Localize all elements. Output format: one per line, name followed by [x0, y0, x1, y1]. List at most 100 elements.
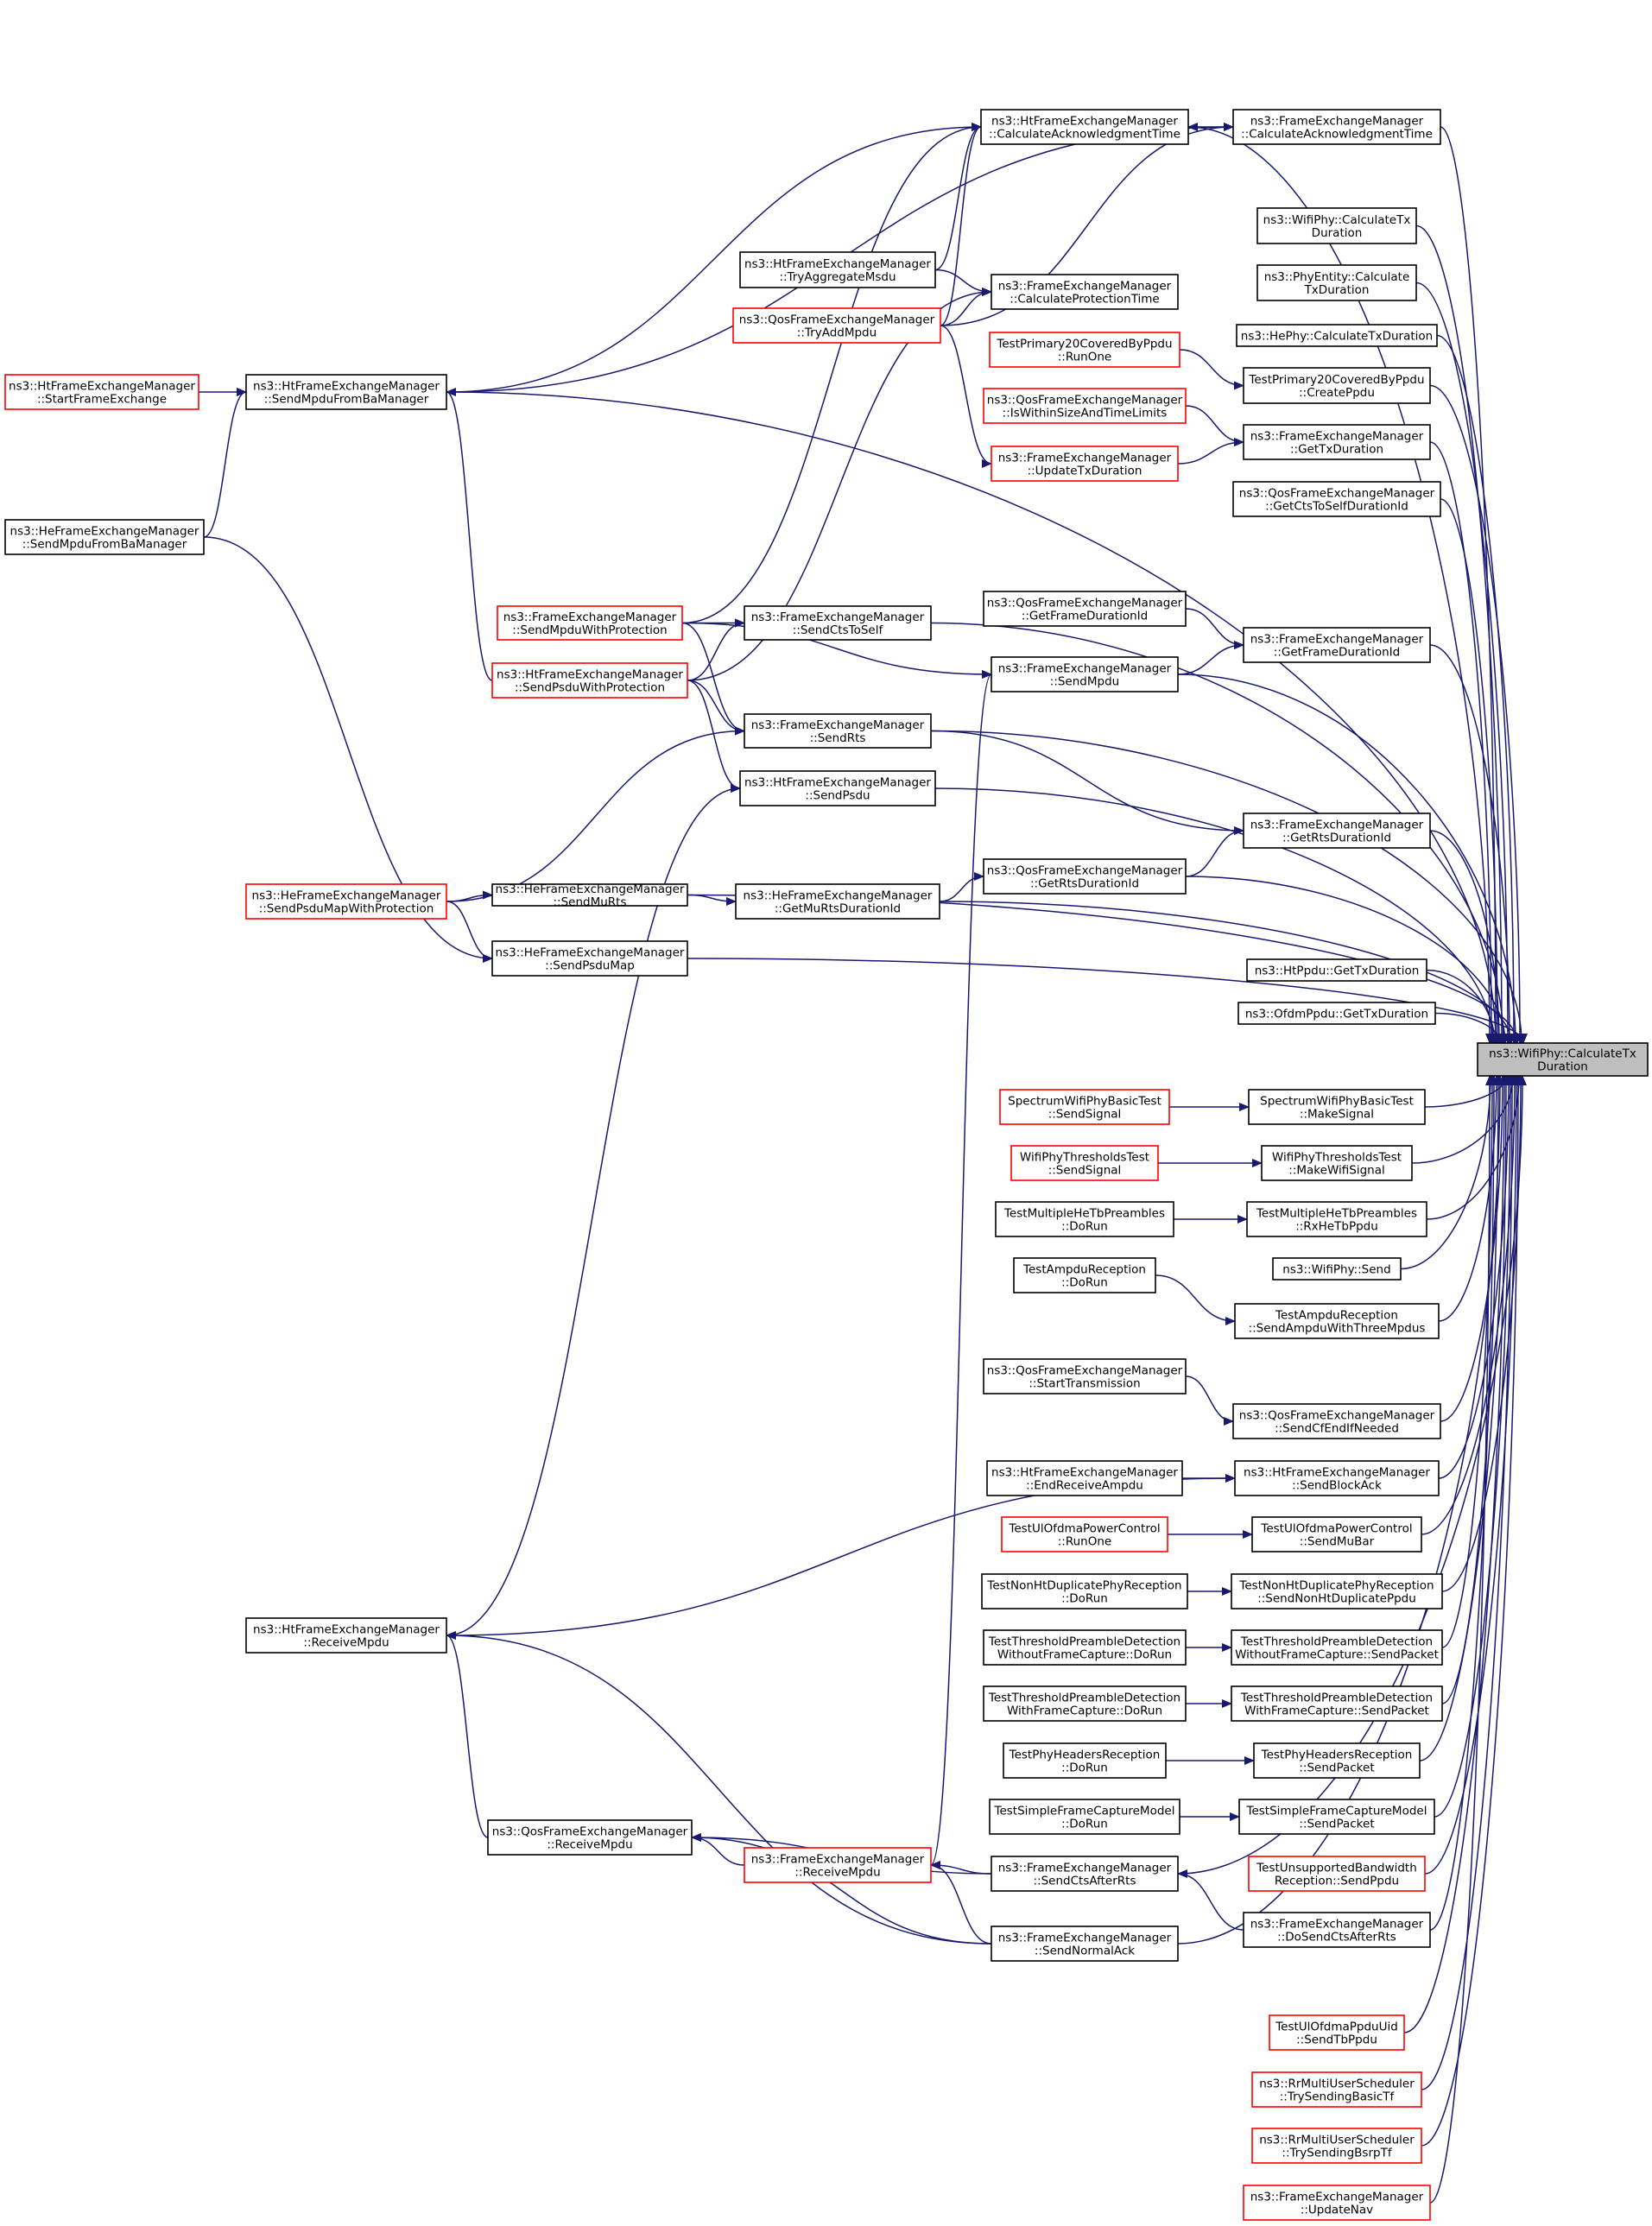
node-box — [1477, 1042, 1649, 1077]
node-tpdw_send[interactable]: TestThresholdPreambleDetectionWithFrameC… — [1231, 1685, 1443, 1722]
node-label-line: ns3::QosFrameExchangeManager — [987, 394, 1183, 408]
node-qos_within[interactable]: ns3::QosFrameExchangeManager::IsWithinSi… — [983, 388, 1187, 424]
edge-fem_gettx-to-focus — [1429, 441, 1496, 1044]
node-tpdwo_send[interactable]: TestThresholdPreambleDetectionWithoutFra… — [1231, 1629, 1443, 1666]
node-fem_getframedur[interactable]: ns3::FrameExchangeManager::GetFrameDurat… — [1243, 627, 1431, 663]
edge-fem_sendmpduprot-to-fem_sendrts — [681, 622, 745, 736]
node-mhe_dorun[interactable]: TestMultipleHeTbPreambles::DoRun — [995, 1201, 1174, 1237]
node-he_sendmpduba[interactable]: ns3::HeFrameExchangeManager::SendMpduFro… — [4, 519, 205, 555]
node-phyhdr_dorun[interactable]: TestPhyHeadersReception::DoRun — [1003, 1742, 1167, 1779]
node-thr_sendsig[interactable]: WifiPhyThresholdsTest::SendSignal — [1010, 1145, 1159, 1181]
node-fem_updatetx[interactable]: ns3::FrameExchangeManager::UpdateTxDurat… — [991, 446, 1179, 482]
node-fem_sendmpdu[interactable]: ns3::FrameExchangeManager::SendMpdu — [991, 656, 1179, 692]
node-qos_getcts[interactable]: ns3::QosFrameExchangeManager::GetCtsToSe… — [1232, 481, 1441, 517]
node-htppdu[interactable]: ns3::HtPpdu::GetTxDuration — [1246, 958, 1427, 982]
node-ht_sendblockack[interactable]: ns3::HtFrameExchangeManager::SendBlockAc… — [1234, 1460, 1440, 1496]
node-label-line: ns3::QosFrameExchangeManager — [739, 313, 935, 327]
node-sfc_dorun[interactable]: TestSimpleFrameCaptureModel::DoRun — [989, 1799, 1180, 1835]
node-spec_sendsig[interactable]: SpectrumWifiPhyBasicTest::SendSignal — [999, 1089, 1170, 1125]
node-focus[interactable]: ns3::WifiPhy::CalculateTxDuration — [1477, 1042, 1649, 1077]
node-mhe_rx[interactable]: TestMultipleHeTbPreambles::RxHeTbPpdu — [1246, 1201, 1427, 1237]
node-label-line: ns3::QosFrameExchangeManager — [1239, 487, 1435, 501]
node-ulofdma_sendmubar[interactable]: TestUlOfdmaPowerControl::SendMuBar — [1251, 1516, 1422, 1553]
node-qos_getrts[interactable]: ns3::QosFrameExchangeManager::GetRtsDura… — [983, 858, 1187, 895]
node-fem_sendcts[interactable]: ns3::FrameExchangeManager::SendCtsToSelf — [744, 605, 932, 641]
node-label-line: ::SendMpdu — [1050, 675, 1119, 689]
edge-tryaggregate-to-ht_calcack — [934, 123, 982, 271]
node-fem_sendrts[interactable]: ns3::FrameExchangeManager::SendRts — [744, 713, 932, 749]
node-nonht_send[interactable]: TestNonHtDuplicatePhyReception::SendNonH… — [1231, 1573, 1443, 1609]
node-wifiphy_send[interactable]: ns3::WifiPhy::Send — [1272, 1257, 1402, 1281]
node-ht_calcack[interactable]: ns3::HtFrameExchangeManager::CalculateAc… — [980, 109, 1189, 145]
node-fem_sendctsafter[interactable]: ns3::FrameExchangeManager::SendCtsAfterR… — [991, 1856, 1179, 1892]
node-ht_endrecv[interactable]: ns3::HtFrameExchangeManager::EndReceiveA… — [986, 1460, 1183, 1496]
node-tp20_runone[interactable]: TestPrimary20CoveredByPpdu::RunOne — [989, 332, 1180, 368]
node-qos_getframedur[interactable]: ns3::QosFrameExchangeManager::GetFrameDu… — [983, 591, 1187, 627]
node-ampdu_send[interactable]: TestAmpduReception::SendAmpduWithThreeMp… — [1234, 1303, 1440, 1339]
node-label-line: ns3::HtFrameExchangeManager — [1244, 1466, 1430, 1480]
node-label-line: ns3::FrameExchangeManager — [1250, 819, 1424, 832]
node-he_sendpsdumapprot[interactable]: ns3::HeFrameExchangeManager::SendPsduMap… — [245, 883, 447, 920]
node-phyhdr_send[interactable]: TestPhyHeadersReception::SendPacket — [1253, 1742, 1421, 1779]
edge-he_sendpsdumapprot-to-fem_sendrts — [446, 726, 745, 902]
edge-he_sendmpduba-to-he_sendpsdumap — [203, 536, 493, 963]
node-wifiphy_calctx[interactable]: ns3::WifiPhy::CalculateTxDuration — [1256, 207, 1417, 244]
node-fem_gettx[interactable]: ns3::FrameExchangeManager::GetTxDuration — [1243, 424, 1431, 460]
node-he_sendmurts[interactable]: ns3::HeFrameExchangeManager::SendMuRts — [491, 882, 688, 909]
node-box — [1003, 1742, 1167, 1779]
node-fem_calcack[interactable]: ns3::FrameExchangeManager::CalculateAckn… — [1232, 109, 1441, 145]
node-tryaggregate[interactable]: ns3::HtFrameExchangeManager::TryAggregat… — [739, 251, 936, 288]
node-ht_sendpsdu[interactable]: ns3::HtFrameExchangeManager::SendPsdu — [739, 770, 936, 806]
node-ulppdu_send[interactable]: TestUlOfdmaPpduUid::SendTbPpdu — [1269, 2014, 1405, 2051]
edge-fem_sendmpduprot-to-fem_sendmpdu — [681, 622, 992, 679]
node-tp20_create[interactable]: TestPrimary20CoveredByPpdu::CreatePpdu — [1243, 367, 1431, 404]
node-rr_basic[interactable]: ns3::RrMultiUserScheduler::TrySendingBas… — [1251, 2071, 1422, 2108]
node-qos_tryadd[interactable]: ns3::QosFrameExchangeManager::TryAddMpdu — [732, 307, 941, 344]
node-ofdmppdu[interactable]: ns3::OfdmPpdu::GetTxDuration — [1237, 1002, 1436, 1025]
node-ulofdma_runone[interactable]: TestUlOfdmaPowerControl::RunOne — [1001, 1516, 1168, 1553]
node-qos_receivempdu[interactable]: ns3::QosFrameExchangeManager::ReceiveMpd… — [487, 1819, 693, 1856]
node-box — [1251, 1516, 1422, 1553]
node-tpdw_dorun[interactable]: TestThresholdPreambleDetectionWithFrameC… — [983, 1685, 1187, 1722]
node-label-line: TestThresholdPreambleDetection — [1240, 1635, 1433, 1649]
node-fem_getrts[interactable]: ns3::FrameExchangeManager::GetRtsDuratio… — [1243, 813, 1431, 849]
node-fem_sendnormalack[interactable]: ns3::FrameExchangeManager::SendNormalAck — [991, 1926, 1179, 1962]
node-fem_updatenav[interactable]: ns3::FrameExchangeManager::UpdateNav — [1243, 2185, 1431, 2221]
edge-fem_updatenav-to-focus — [1429, 1075, 1494, 2204]
node-label-line: ::ReceiveMpdu — [547, 1838, 632, 1852]
node-ht_sendmpduba[interactable]: ns3::HtFrameExchangeManager::SendMpduFro… — [245, 374, 447, 410]
node-rr_bsrp[interactable]: ns3::RrMultiUserScheduler::TrySendingBsr… — [1251, 2128, 1422, 2164]
node-box — [986, 1460, 1183, 1496]
node-ht_start[interactable]: ns3::HtFrameExchangeManager::StartFrameE… — [4, 374, 199, 410]
node-sfc_send[interactable]: TestSimpleFrameCaptureModel::SendPacket — [1238, 1799, 1435, 1835]
node-ht_receivempdu[interactable]: ns3::HtFrameExchangeManager::ReceiveMpdu — [245, 1617, 447, 1654]
node-fem_sendmpduprot[interactable]: ns3::FrameExchangeManager::SendMpduWithP… — [497, 605, 683, 641]
node-fem_receivempdu[interactable]: ns3::FrameExchangeManager::ReceiveMpdu — [744, 1847, 932, 1883]
node-unsup_send[interactable]: TestUnsupportedBandwidthReception::SendP… — [1248, 1856, 1426, 1892]
node-he_sendpsdumap[interactable]: ns3::HeFrameExchangeManager::SendPsduMap — [491, 940, 688, 977]
node-label-line: TestUnsupportedBandwidth — [1256, 1862, 1417, 1875]
node-box — [4, 374, 199, 410]
node-phyentity[interactable]: ns3::PhyEntity::CalculateTxDuration — [1256, 264, 1417, 301]
node-label-line: ns3::HtFrameExchangeManager — [253, 380, 440, 394]
node-ampdu_dorun[interactable]: TestAmpduReception::DoRun — [1013, 1257, 1156, 1293]
node-label-line: ::SendMuRts — [553, 895, 626, 909]
node-spec_makesig[interactable]: SpectrumWifiPhyBasicTest::MakeSignal — [1248, 1089, 1426, 1125]
edge-layer — [198, 123, 1528, 2204]
node-label-line: TestMultipleHeTbPreambles — [1003, 1207, 1165, 1221]
node-box — [991, 1856, 1179, 1892]
node-tpdwo_dorun[interactable]: TestThresholdPreambleDetectionWithoutFra… — [983, 1629, 1187, 1666]
node-thr_makesig[interactable]: WifiPhyThresholdsTest::MakeWifiSignal — [1261, 1145, 1413, 1181]
node-qos_sendcfend[interactable]: ns3::QosFrameExchangeManager::SendCfEndI… — [1232, 1403, 1441, 1439]
node-ht_sendpsduprot[interactable]: ns3::HtFrameExchangeManager::SendPsduWit… — [491, 662, 688, 699]
node-he_getmurts[interactable]: ns3::HeFrameExchangeManager::GetMuRtsDur… — [735, 883, 940, 920]
node-qos_starttx[interactable]: ns3::QosFrameExchangeManager::StartTrans… — [983, 1358, 1187, 1394]
edge-ht_sendmpduba-to-focus — [446, 391, 1500, 1044]
node-label-line: ns3::HtFrameExchangeManager — [253, 1623, 440, 1637]
node-fem_calcprot[interactable]: ns3::FrameExchangeManager::CalculateProt… — [991, 274, 1179, 310]
node-hephy[interactable]: ns3::HePhy::CalculateTxDuration — [1236, 324, 1438, 347]
node-nonht_dorun[interactable]: TestNonHtDuplicatePhyReception::DoRun — [981, 1573, 1188, 1609]
node-fem_dosendcts[interactable]: ns3::FrameExchangeManager::DoSendCtsAfte… — [1243, 1912, 1431, 1948]
edge-fem_receivempdu-to-fem_sendmpdu — [930, 670, 992, 1866]
node-label-line: ns3::HeFrameExchangeManager — [496, 946, 685, 960]
